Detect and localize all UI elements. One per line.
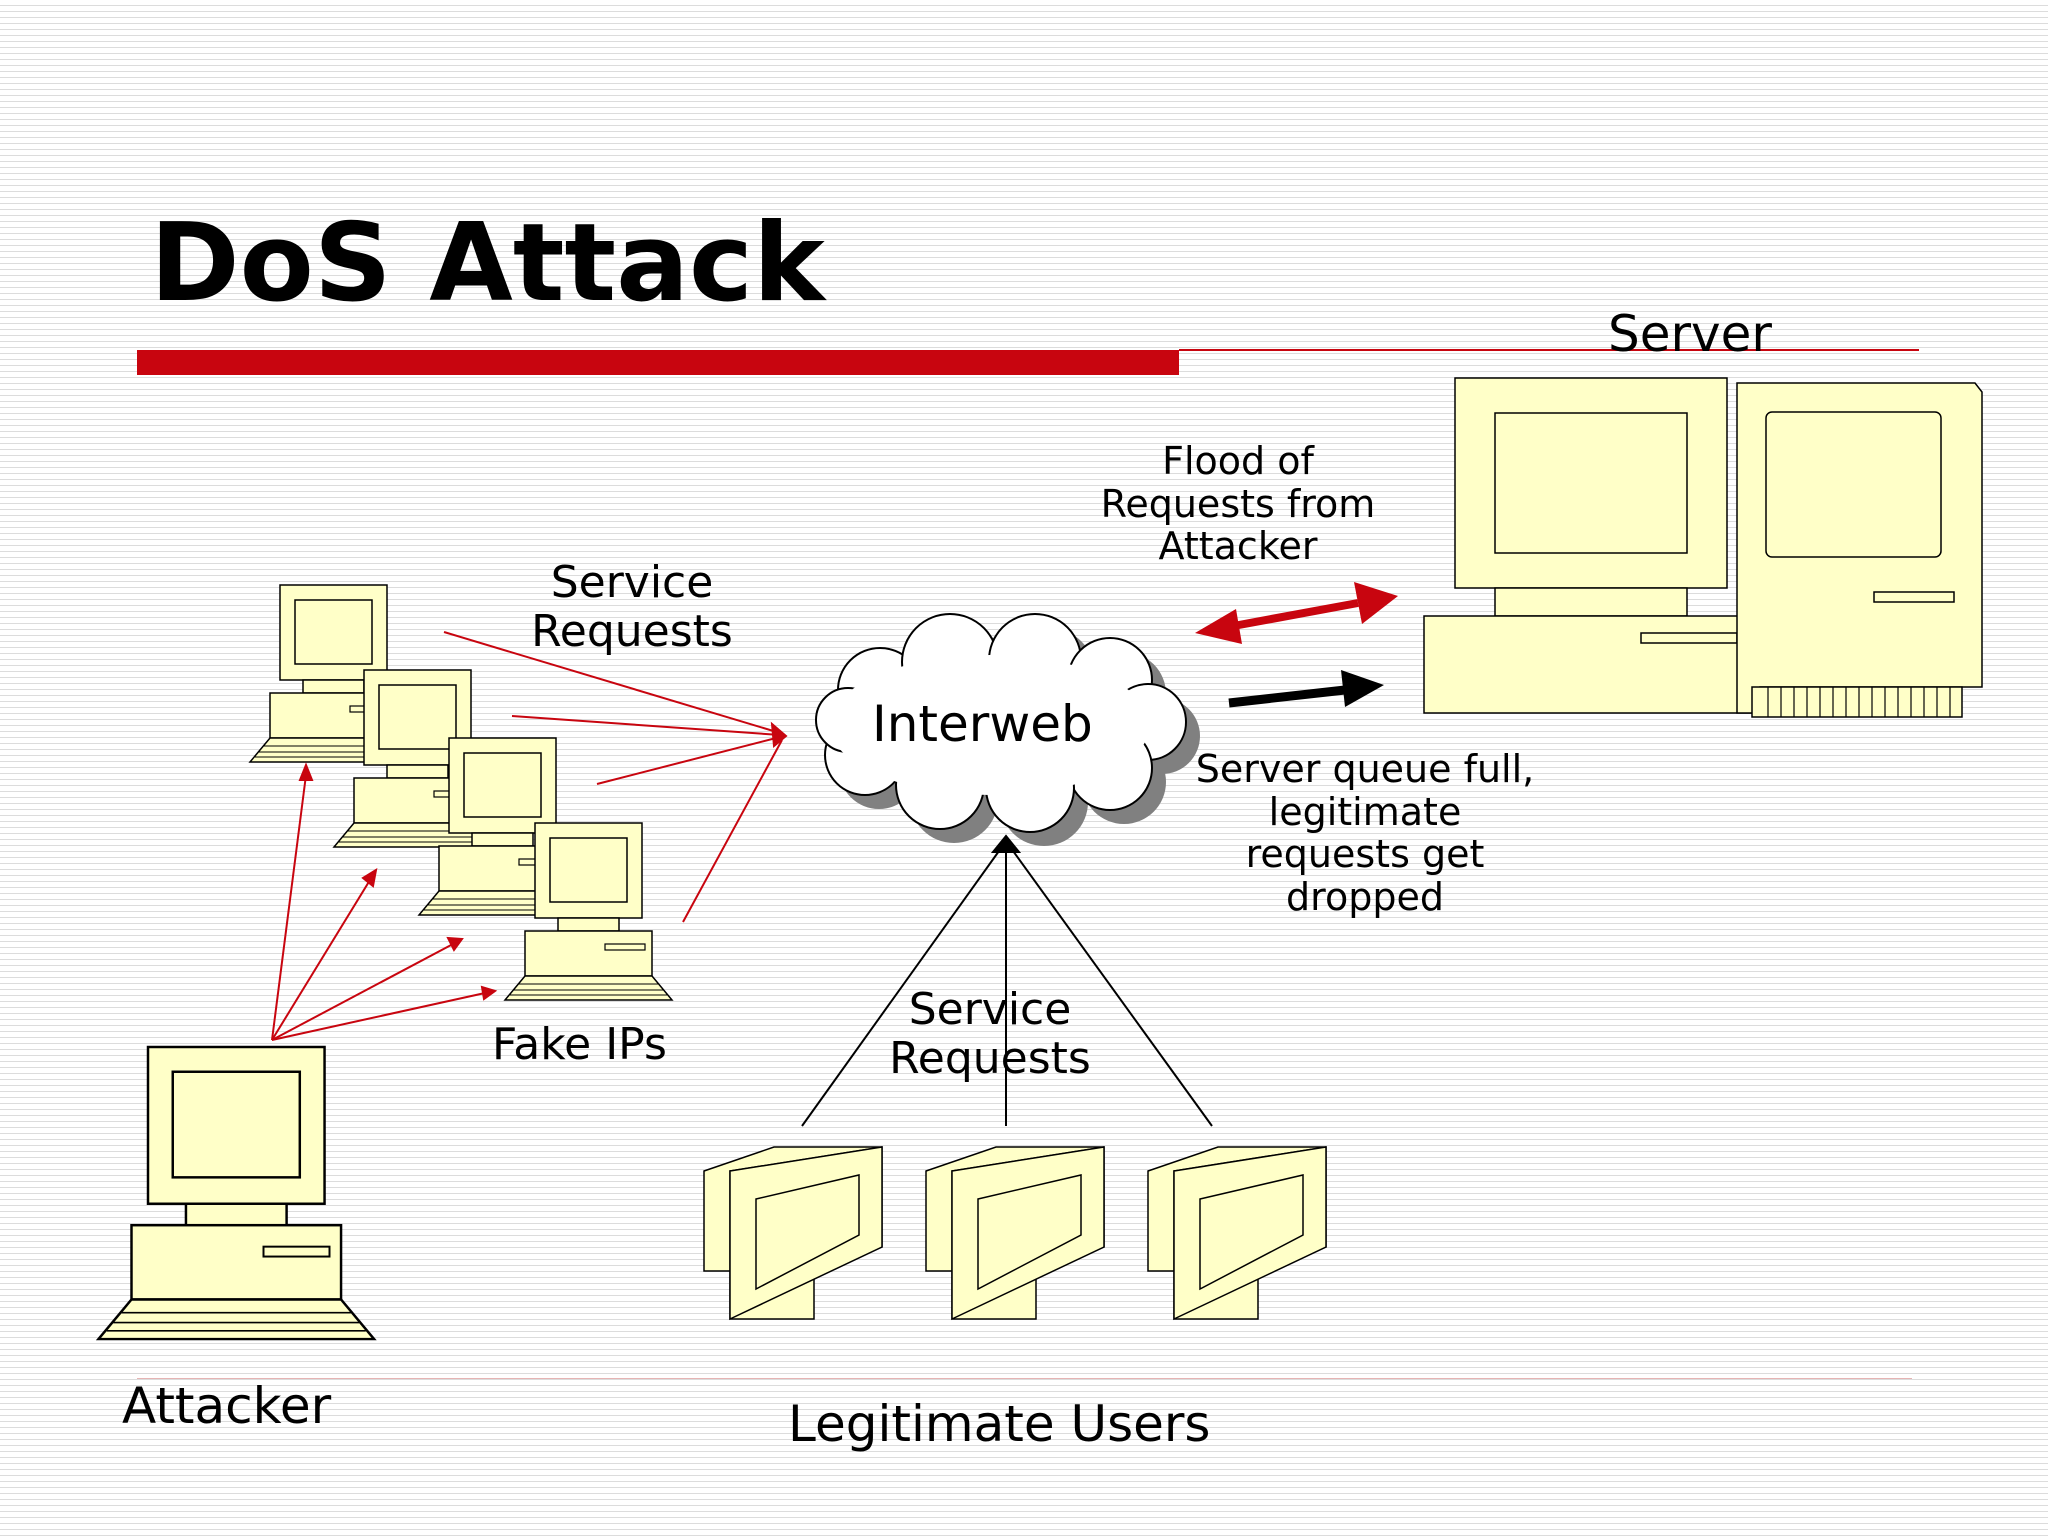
fake-service-requests-label: Service Requests (531, 557, 733, 658)
legit-service-requests-label: Service Requests (889, 984, 1091, 1085)
fake-ips-label: Fake IPs (492, 1019, 667, 1070)
response-arrow (1228, 670, 1384, 708)
flood-arrow (1195, 582, 1398, 644)
title-underline-thick (137, 350, 1179, 375)
legitimate-users-label: Legitimate Users (788, 1395, 1211, 1453)
footer-rule (137, 1378, 1912, 1379)
slide-title: DoS Attack (150, 201, 825, 326)
legit-user-monitor-icon-3 (1147, 1146, 1327, 1320)
flood-label: Flood of Requests from Attacker (1100, 439, 1376, 569)
title-underline-thin (1179, 349, 1919, 351)
server-label: Server (1608, 305, 1772, 363)
attacker-to-fake-ip-arrows (271, 762, 498, 1041)
fake-ip-request-arrows (443, 631, 788, 923)
legit-user-monitor-icon-1 (703, 1146, 883, 1320)
attacker-computer-icon (97, 1045, 376, 1341)
queue-full-label: Server queue full, legitimate requests g… (1195, 747, 1535, 919)
cloud-icon (815, 613, 1200, 846)
legit-user-monitor-icon-2 (925, 1146, 1105, 1320)
attacker-label: Attacker (122, 1377, 332, 1435)
legitimate-request-lines (801, 834, 1213, 1127)
server-icon (1423, 377, 1983, 718)
interweb-label: Interweb (872, 695, 1093, 753)
